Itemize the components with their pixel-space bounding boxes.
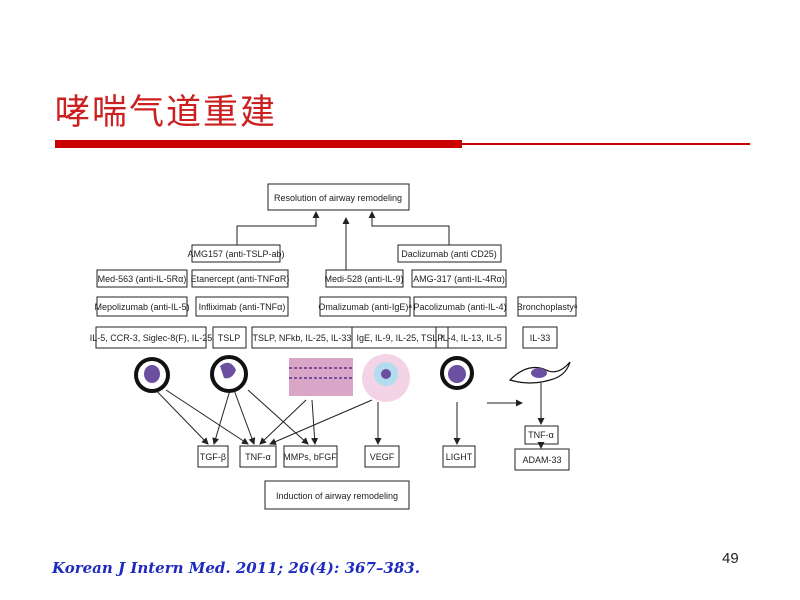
- drug-etanercept: Etanercept (anti-TNFαR): [191, 274, 290, 284]
- endothelial-cell-icon: [362, 354, 410, 402]
- citation: Korean J Intern Med. 2011; 26(4): 367–38…: [52, 559, 420, 577]
- induction-box: [264, 480, 410, 510]
- effector-adam33: ADAM-33: [522, 455, 561, 465]
- drug-box-bronchoplasty: [517, 296, 577, 317]
- induction-label: Induction of airway remodeling: [276, 491, 398, 501]
- effector-tgfb: TGF-β: [200, 452, 226, 462]
- effector-tnfa2: TNF-α: [528, 430, 554, 440]
- title-underline-thick: [55, 140, 462, 148]
- effector-tnfa: TNF-α: [245, 452, 271, 462]
- mediator-5: IL-4, IL-13, IL-5: [440, 333, 502, 343]
- drug-infliximab: Infliximab (anti-TNFα): [199, 302, 286, 312]
- drug-box-omalizumab: [319, 296, 411, 317]
- effector-mmps: MMPs, bFGF: [283, 452, 337, 462]
- drug-box-mepolizumab: [96, 296, 188, 317]
- mediator-6: IL-33: [530, 333, 551, 343]
- effector-box-tgfb: [197, 445, 229, 468]
- resolution-box: [267, 183, 410, 211]
- drug-box-med563: [96, 269, 188, 288]
- mediator-box-4: [351, 326, 449, 349]
- drug-med563: Med-563 (anti-IL-5Rα): [98, 274, 187, 284]
- title-underline-thin: [462, 143, 750, 145]
- drug-amg317: AMG-317 (anti-IL-4Rα): [413, 274, 505, 284]
- page-number: 49: [722, 550, 739, 567]
- mast-cell-icon: [210, 355, 248, 393]
- mediator-box-1: [95, 326, 207, 349]
- mediator-3: TSLP, NFkb, IL-25, IL-33: [253, 333, 352, 343]
- drug-box-etanercept: [191, 269, 289, 288]
- drug-medi528: Medi-528 (anti-IL-9): [324, 274, 403, 284]
- effector-box-adam33: [514, 448, 570, 471]
- drug-box-amg157: [191, 244, 281, 263]
- drug-daclizumab: Daclizumab (anti CD25): [401, 249, 497, 259]
- drug-box-infliximab: [195, 296, 289, 317]
- effector-light: LIGHT: [446, 452, 473, 462]
- mediator-4: IgE, IL-9, IL-25, TSLP: [357, 333, 444, 343]
- drug-mepolizumab: Mepolizumab (anti-IL-5): [94, 302, 189, 312]
- smooth-muscle-cell-icon: [508, 361, 571, 384]
- drug-amg157: AMG157 (anti-TSLP-ab): [187, 249, 284, 259]
- effector-box-tnfa: [239, 445, 277, 468]
- drug-box-amg317: [411, 269, 507, 288]
- airway-remodeling-diagram: Resolution of airway remodeling AMG157 (…: [82, 168, 580, 523]
- effector-box-vegf: [364, 445, 400, 468]
- resolution-label: Resolution of airway remodeling: [274, 193, 402, 203]
- eosinophil-cell-icon: [134, 357, 170, 393]
- effector-box-mmps: [283, 445, 338, 468]
- diagram-canvas: Resolution of airway remodeling AMG157 (…: [90, 183, 578, 510]
- drug-pacolizumab: Pacolizumab (anti-IL-4): [413, 302, 506, 312]
- mediator-box-5: [435, 326, 507, 349]
- lymphocyte-cell-icon: [440, 356, 474, 390]
- effector-vegf: VEGF: [370, 452, 395, 462]
- effector-box-light: [442, 445, 476, 468]
- mediator-2: TSLP: [218, 333, 241, 343]
- slide-title: 哮喘气道重建: [55, 93, 278, 133]
- mediator-box-2: [212, 326, 247, 349]
- mediator-box-6: [522, 326, 558, 349]
- drug-omalizumab: Omalizumab (anti-IgE)ᵃ: [318, 302, 412, 312]
- drug-box-pacolizumab: [413, 296, 507, 317]
- mediator-1: IL-5, CCR-3, Siglec-8(F), IL-25: [90, 333, 213, 343]
- drug-box-medi528: [325, 269, 404, 288]
- epithelium-icon: [289, 358, 353, 396]
- drug-bronchoplasty: Bronchoplastyᵃ: [517, 302, 578, 312]
